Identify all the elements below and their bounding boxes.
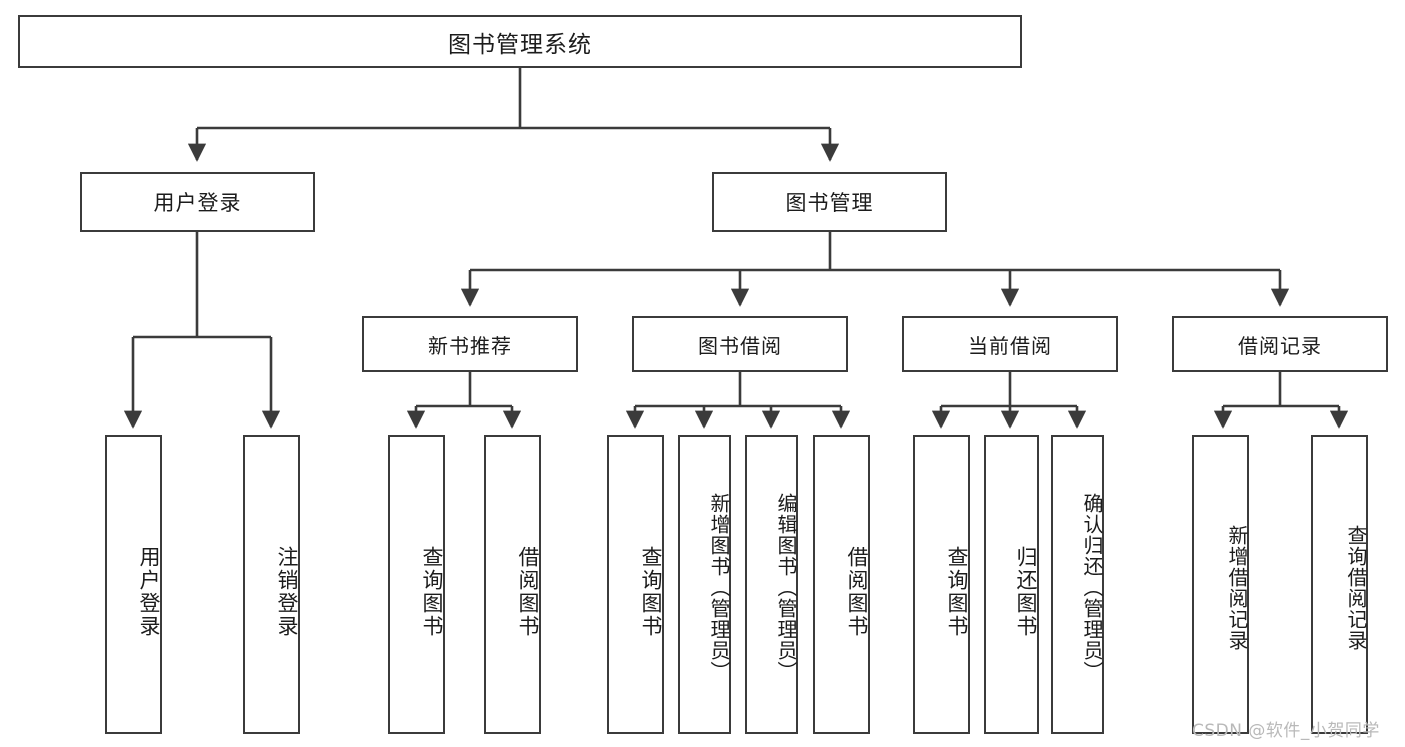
leaf-borrow-book-recommend[interactable]: 借阅图书 [484,435,541,734]
node-book-borrow[interactable]: 图书借阅 [632,316,848,372]
node-user-login[interactable]: 用户登录 [80,172,315,232]
node-borrow-record[interactable]: 借阅记录 [1172,316,1388,372]
leaf-return-book[interactable]: 归还图书 [984,435,1039,734]
node-new-book-recommend[interactable]: 新书推荐 [362,316,578,372]
leaf-add-borrow-record[interactable]: 新增借阅记录 [1192,435,1249,734]
leaf-query-book-borrow[interactable]: 查询图书 [607,435,664,734]
leaf-edit-book-admin[interactable]: 编辑图书（管理员） [745,435,798,734]
node-book-management[interactable]: 图书管理 [712,172,947,232]
leaf-query-borrow-record[interactable]: 查询借阅记录 [1311,435,1368,734]
leaf-user-logout[interactable]: 注销登录 [243,435,300,734]
node-current-borrow[interactable]: 当前借阅 [902,316,1118,372]
leaf-confirm-return-admin[interactable]: 确认归还（管理员） [1051,435,1104,734]
leaf-query-book-recommend[interactable]: 查询图书 [388,435,445,734]
leaf-query-book-current[interactable]: 查询图书 [913,435,970,734]
leaf-add-book-admin[interactable]: 新增图书（管理员） [678,435,731,734]
leaf-borrow-book[interactable]: 借阅图书 [813,435,870,734]
leaf-user-login[interactable]: 用户登录 [105,435,162,734]
node-root-system[interactable]: 图书管理系统 [18,15,1022,68]
